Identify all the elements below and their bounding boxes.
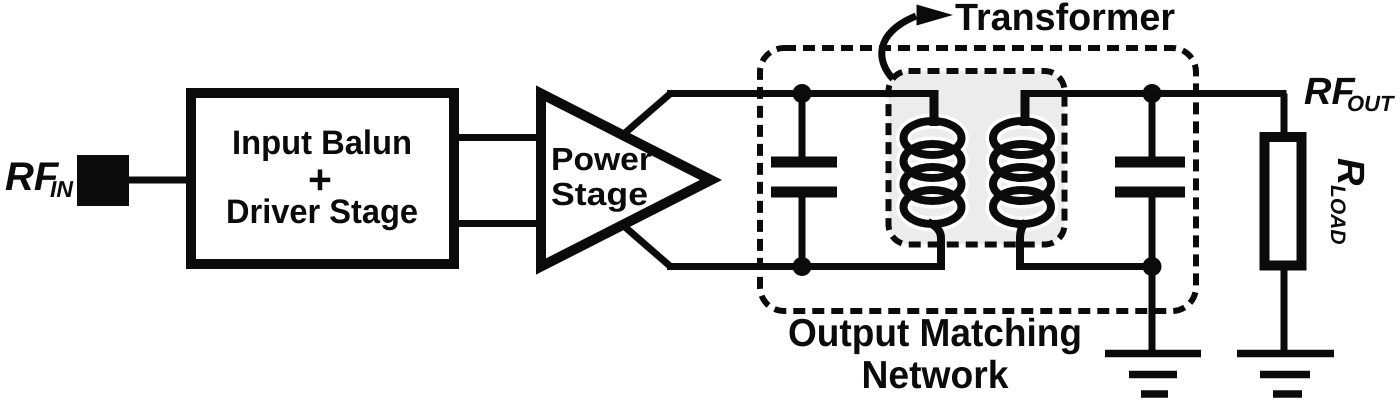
svg-text:Input Balun: Input Balun: [232, 124, 412, 162]
svg-text:Transformer: Transformer: [955, 0, 1175, 39]
svg-text:+: +: [308, 157, 332, 203]
svg-text:IN: IN: [50, 176, 73, 202]
svg-text:Power: Power: [551, 141, 652, 177]
svg-text:Output Matching: Output Matching: [788, 312, 1082, 355]
svg-text:Driver Stage: Driver Stage: [226, 193, 418, 231]
svg-text:RF: RF: [1304, 71, 1356, 113]
svg-text:RF: RF: [5, 155, 60, 199]
svg-text:OUT: OUT: [1347, 91, 1395, 116]
svg-text:Stage: Stage: [551, 176, 648, 212]
svg-text:LOAD: LOAD: [1326, 185, 1349, 245]
svg-text:R: R: [1329, 158, 1371, 186]
svg-text:Network: Network: [862, 354, 1009, 397]
